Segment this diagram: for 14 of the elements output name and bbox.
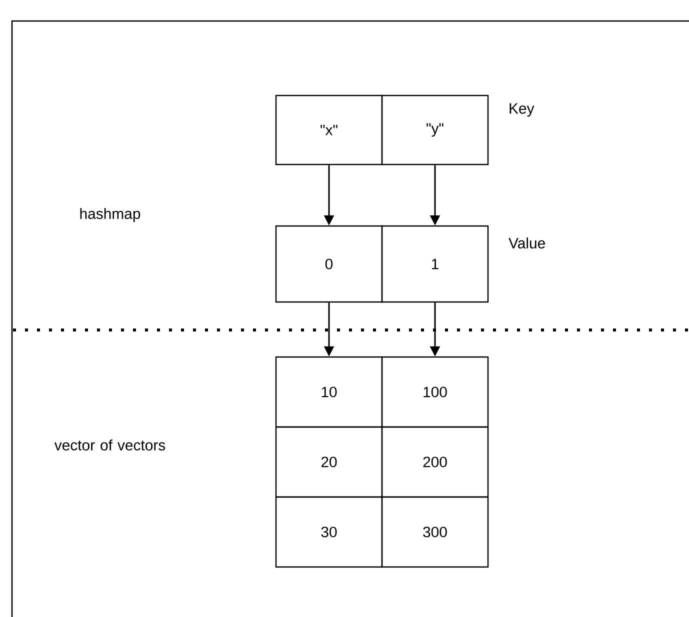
label-text: hashmap [80,208,140,222]
table-cell: 10 [275,356,383,428]
table-cell: 0 [275,225,383,303]
table-cell: 300 [381,496,489,568]
table-cell: 30 [275,496,383,568]
table-cell: "y" [381,94,489,166]
table-cell: 1 [381,225,489,303]
table-cell: 200 [381,426,489,498]
label-text: Value [508,238,545,248]
table-cell: 20 [275,426,383,498]
label-text: Key [510,103,534,117]
table-cell: "x" [275,94,383,166]
label-text: vector of vectors [54,440,166,450]
table-cell: 100 [381,356,489,428]
